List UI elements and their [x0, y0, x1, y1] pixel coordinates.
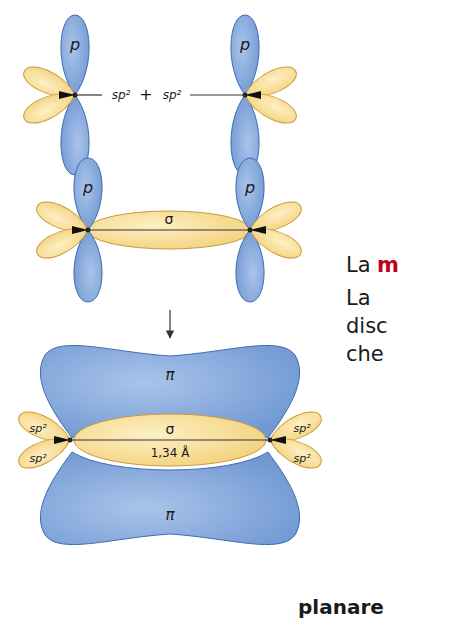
reaction-arrow [169, 310, 170, 338]
sp2-orbital-lobe [15, 430, 75, 473]
bond-length-line [70, 439, 270, 440]
pi-bond-lobe [40, 345, 299, 438]
body-text: m [377, 255, 399, 276]
sigma-bond-orbital [87, 211, 251, 249]
sp2-axis-line [190, 94, 245, 95]
orbital-label: p [245, 180, 255, 196]
body-text: che [346, 344, 384, 365]
orbital-label: sp² [29, 453, 46, 464]
sp2-orbital-lobe [265, 430, 325, 473]
orbital-label: sp² [293, 453, 310, 464]
orbital-label: sp² [293, 423, 310, 434]
sigma-axis-line [88, 229, 250, 230]
bond-length: 1,34 Å [151, 447, 190, 459]
orbital-label: sp² [163, 89, 182, 101]
sp2-orbital-lobe [20, 85, 80, 128]
body-text: planare [298, 597, 384, 617]
sp2-orbital-lobe [245, 220, 305, 263]
orbital-label: p [83, 180, 93, 196]
plus-sign: + [139, 87, 152, 103]
bond-label: σ [166, 422, 175, 436]
orbital-label: p [240, 37, 250, 53]
sp2-orbital-lobe [240, 85, 300, 128]
orbital-label: sp² [112, 89, 131, 101]
body-text: disc [346, 316, 388, 337]
sp2-axis-line [75, 94, 102, 95]
orbital-label: p [70, 37, 80, 53]
body-text: La [346, 255, 371, 276]
bond-label: σ [165, 212, 174, 226]
sp2-orbital-lobe [33, 220, 93, 263]
bond-label: π [165, 368, 174, 383]
bond-label: π [165, 508, 174, 523]
body-text: La [346, 288, 371, 309]
orbital-label: sp² [29, 423, 46, 434]
